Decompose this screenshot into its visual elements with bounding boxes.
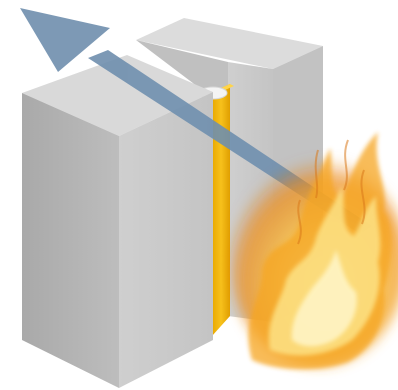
fire-joint-illustration (0, 0, 398, 390)
